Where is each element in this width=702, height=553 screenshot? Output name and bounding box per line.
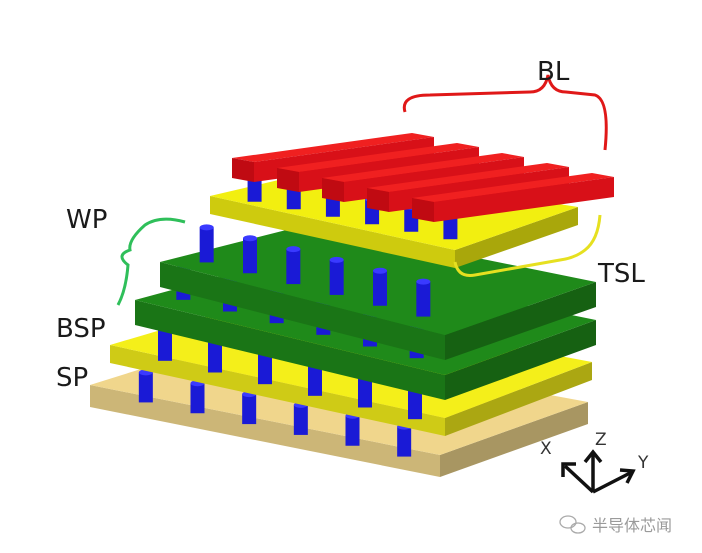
axis-y-label: Y: [637, 453, 649, 473]
pillar-tsl-0-top: [199, 224, 214, 231]
pillar-sp-3: [293, 404, 308, 435]
bit-line-2-top: [322, 153, 524, 182]
pillar-bsp-0: [158, 325, 172, 361]
bit-line-4-front: [412, 198, 434, 222]
axis-z-label: Z: [595, 430, 607, 450]
bit-line-0-top: [232, 133, 434, 162]
wechat-icon: [559, 515, 586, 534]
wp-plate-front: [160, 262, 445, 360]
bl-brace: [402, 74, 608, 151]
pillar-sp-4: [345, 415, 360, 446]
tsl-plate-side: [455, 207, 578, 268]
pillar-tsl-3-top: [329, 256, 344, 263]
watermark-text: 半导体芯闻: [592, 516, 672, 535]
bit-line-1-top: [277, 143, 479, 172]
bit-line-0-front: [232, 158, 254, 182]
sp-label: SP: [56, 363, 88, 393]
bit-line-3-front: [367, 188, 389, 212]
substrate-plate-front: [90, 385, 440, 477]
pillar-tsl-1-top: [243, 235, 257, 242]
bit-line-2-front: [322, 178, 344, 202]
sp-plate-side: [445, 362, 592, 436]
substrate-plate-side: [440, 402, 588, 477]
pillar-tsl-2-top: [286, 246, 301, 253]
pillar-sp-5: [397, 426, 412, 457]
pillar-tsl-5: [416, 281, 431, 317]
pillar-sp-1: [190, 383, 205, 414]
bit-line-1-front: [277, 168, 299, 192]
pillar-tsl-0: [199, 227, 214, 263]
axis-indicator: [561, 449, 636, 494]
pillar-tsl-4-top: [373, 267, 387, 274]
pillar-tsl-4: [373, 270, 387, 306]
pillar-bl-0: [247, 176, 262, 202]
wp-brace: [116, 217, 186, 306]
tsl-plate-front: [210, 196, 455, 268]
wp-label: WP: [66, 205, 107, 235]
pillar-bsp-3: [308, 360, 322, 396]
bit-line-4-top: [412, 173, 614, 202]
pillar-bsp-1: [208, 337, 222, 373]
bl-label: BL: [537, 57, 570, 87]
pillar-tsl-1: [243, 238, 257, 274]
tsl-brace: [453, 214, 602, 277]
pillar-bl-5: [443, 214, 458, 240]
pillar-sp-0: [138, 372, 153, 403]
pillar-bsp-2: [258, 349, 272, 385]
axis-x-label: X: [540, 439, 552, 459]
pillar-tsl-5-top: [416, 278, 431, 285]
wp-plate-side: [445, 282, 596, 360]
bit-line-3-top: [367, 163, 569, 192]
bsp-plate-side: [445, 320, 596, 400]
pillar-sp-2: [242, 394, 257, 425]
pillar-tsl-2: [286, 249, 301, 285]
pillar-tsl-3: [329, 259, 344, 295]
bit-line-4-side: [434, 177, 614, 222]
sp-plate-front: [110, 345, 445, 436]
bsp-plate-front: [135, 300, 445, 400]
bsp-label: BSP: [56, 314, 106, 344]
tsl-label: TSL: [597, 259, 645, 289]
